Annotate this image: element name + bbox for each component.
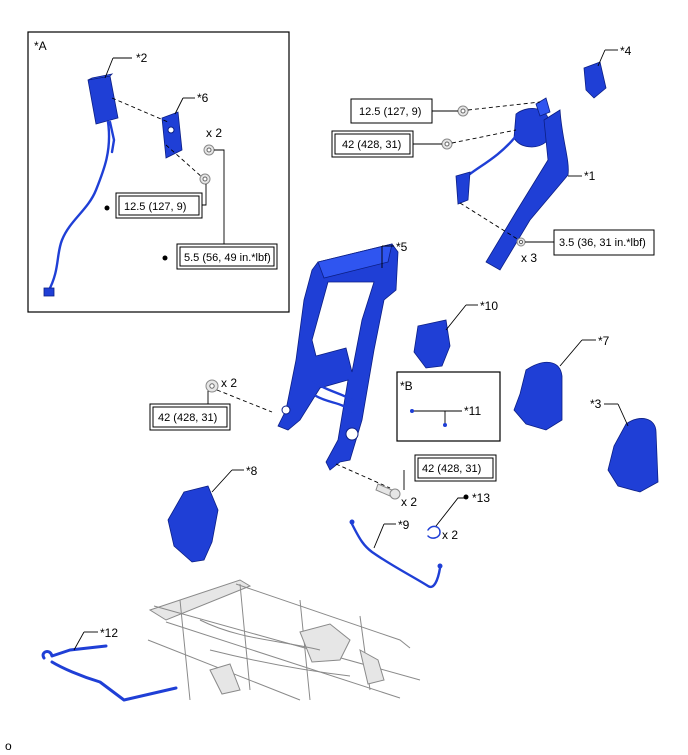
part-4-anchor: [583, 61, 607, 99]
inset-a-label: *A: [34, 39, 47, 53]
callout-3: *3: [590, 397, 602, 411]
nut-r1: [457, 105, 469, 117]
callout-9: *9: [398, 518, 410, 532]
part-1-seat-belt: [455, 97, 569, 271]
qty-13: x 2: [442, 528, 458, 542]
bullet-a1: [104, 205, 110, 211]
nut-a-lower: [199, 173, 211, 185]
torque-a1: 12.5 (127, 9): [124, 201, 186, 213]
bolt-l1: [205, 379, 219, 393]
torque-r2: 42 (428, 31): [342, 139, 401, 151]
torque-r3: 3.5 (36, 31 in.*lbf): [559, 237, 646, 249]
inset-b-label: *B: [400, 379, 413, 393]
qty-r: x 3: [521, 251, 537, 265]
qty-l: x 2: [221, 376, 237, 390]
bolt-b1: [375, 483, 401, 500]
inset-a-frame: [27, 31, 290, 313]
part-2-module: [43, 73, 119, 297]
callout-13: *13: [472, 491, 490, 505]
torque-r1: 12.5 (127, 9): [359, 106, 421, 118]
torque-b1: 42 (428, 31): [422, 463, 481, 475]
part-8-cover: [167, 485, 219, 563]
callout-12: *12: [100, 626, 118, 640]
bullet-a2: [162, 255, 168, 261]
callout-2: *2: [136, 51, 148, 65]
bolt-r2: [441, 138, 453, 150]
part-13-clip: [427, 525, 441, 539]
seat-base-frame: [147, 579, 421, 701]
callout-7: *7: [598, 334, 610, 348]
part-9-harness: [349, 519, 443, 589]
part-5-seatback-frame: [277, 243, 399, 471]
callout-11: *11: [464, 404, 481, 418]
callout-6: *6: [197, 91, 209, 105]
bullet-13: [463, 494, 469, 500]
callout-1: *1: [584, 169, 596, 183]
callout-10: *10: [480, 299, 498, 313]
part-3-cover: [607, 418, 659, 493]
callout-8: *8: [246, 464, 258, 478]
part-10-cover: [413, 319, 451, 369]
part-7-cover: [513, 362, 563, 431]
nut-a-upper: [203, 144, 215, 156]
figure-code: o: [5, 739, 12, 753]
torque-l1: 42 (428, 31): [158, 412, 217, 424]
qty-b: x 2: [401, 495, 417, 509]
callout-5: *5: [396, 240, 408, 254]
part-6-bracket: [161, 111, 183, 159]
torque-a2: 5.5 (56, 49 in.*lbf): [184, 252, 271, 264]
qty-a: x 2: [206, 126, 222, 140]
nut-r3: [516, 237, 526, 247]
callout-4: *4: [620, 44, 632, 58]
inset-b-frame: [396, 371, 501, 442]
part-12-rod: [41, 644, 178, 702]
